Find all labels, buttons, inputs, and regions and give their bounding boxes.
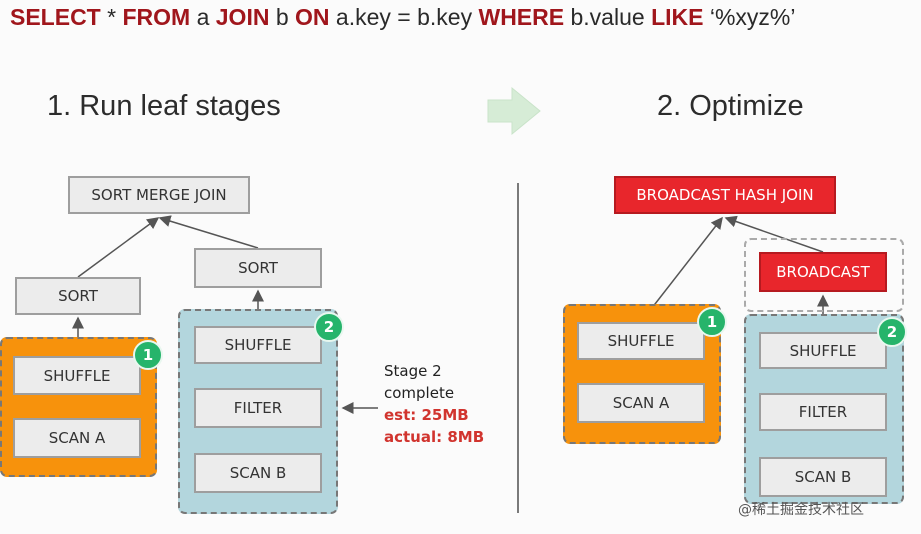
right-shuffle-b-node: SHUFFLE <box>759 332 887 369</box>
right-shuffle-a-node: SHUFFLE <box>577 322 705 360</box>
section-divider <box>517 183 519 513</box>
stage-1-badge: 1 <box>133 340 163 370</box>
sort-merge-join-node: SORT MERGE JOIN <box>68 176 250 214</box>
next-step-arrow-icon <box>487 86 541 136</box>
broadcast-group <box>744 238 904 312</box>
sort-b-node: SORT <box>194 248 322 288</box>
sql-text: a.key = b.key <box>329 4 479 30</box>
broadcast-node: BROADCAST <box>759 252 887 292</box>
sql-keyword: LIKE <box>651 4 704 30</box>
step2-title: 2. Optimize <box>657 90 804 122</box>
shuffle-a-node: SHUFFLE <box>13 356 141 395</box>
scan-b-node: SCAN B <box>194 453 322 493</box>
stage-2-note: Stage 2 complete est: 25MB actual: 8MB <box>384 360 484 448</box>
sql-text: a <box>190 4 216 30</box>
watermark: @稀土掘金技术社区 <box>738 502 864 518</box>
sort-a-node: SORT <box>15 277 141 315</box>
sql-query: SELECT * FROM a JOIN b ON a.key = b.key … <box>10 4 795 31</box>
right-stage-2-badge: 2 <box>877 317 907 347</box>
right-scan-a-node: SCAN A <box>577 383 705 423</box>
note-estimate: est: 25MB <box>384 406 469 424</box>
filter-b-node: FILTER <box>194 388 322 428</box>
sql-keyword: JOIN <box>215 4 270 30</box>
sql-text: b <box>269 4 296 30</box>
sql-text: * <box>100 4 123 30</box>
right-scan-b-node: SCAN B <box>759 457 887 497</box>
note-line-1: Stage 2 <box>384 362 442 380</box>
sql-text: b.value <box>564 4 652 30</box>
sql-keyword: WHERE <box>478 4 565 30</box>
sql-keyword: FROM <box>122 4 191 30</box>
note-actual: actual: 8MB <box>384 428 485 446</box>
right-filter-b-node: FILTER <box>759 393 887 431</box>
scan-a-node: SCAN A <box>13 418 141 458</box>
sql-keyword: SELECT <box>10 4 101 30</box>
right-stage-1-badge: 1 <box>697 307 727 337</box>
note-line-2: complete <box>384 384 455 402</box>
step1-title: 1. Run leaf stages <box>47 90 281 122</box>
broadcast-hash-join-node: BROADCAST HASH JOIN <box>614 176 836 214</box>
sql-text: ‘%xyz%’ <box>703 4 796 30</box>
shuffle-b-node: SHUFFLE <box>194 326 322 364</box>
sql-keyword: ON <box>295 4 330 30</box>
stage-2-badge: 2 <box>314 312 344 342</box>
